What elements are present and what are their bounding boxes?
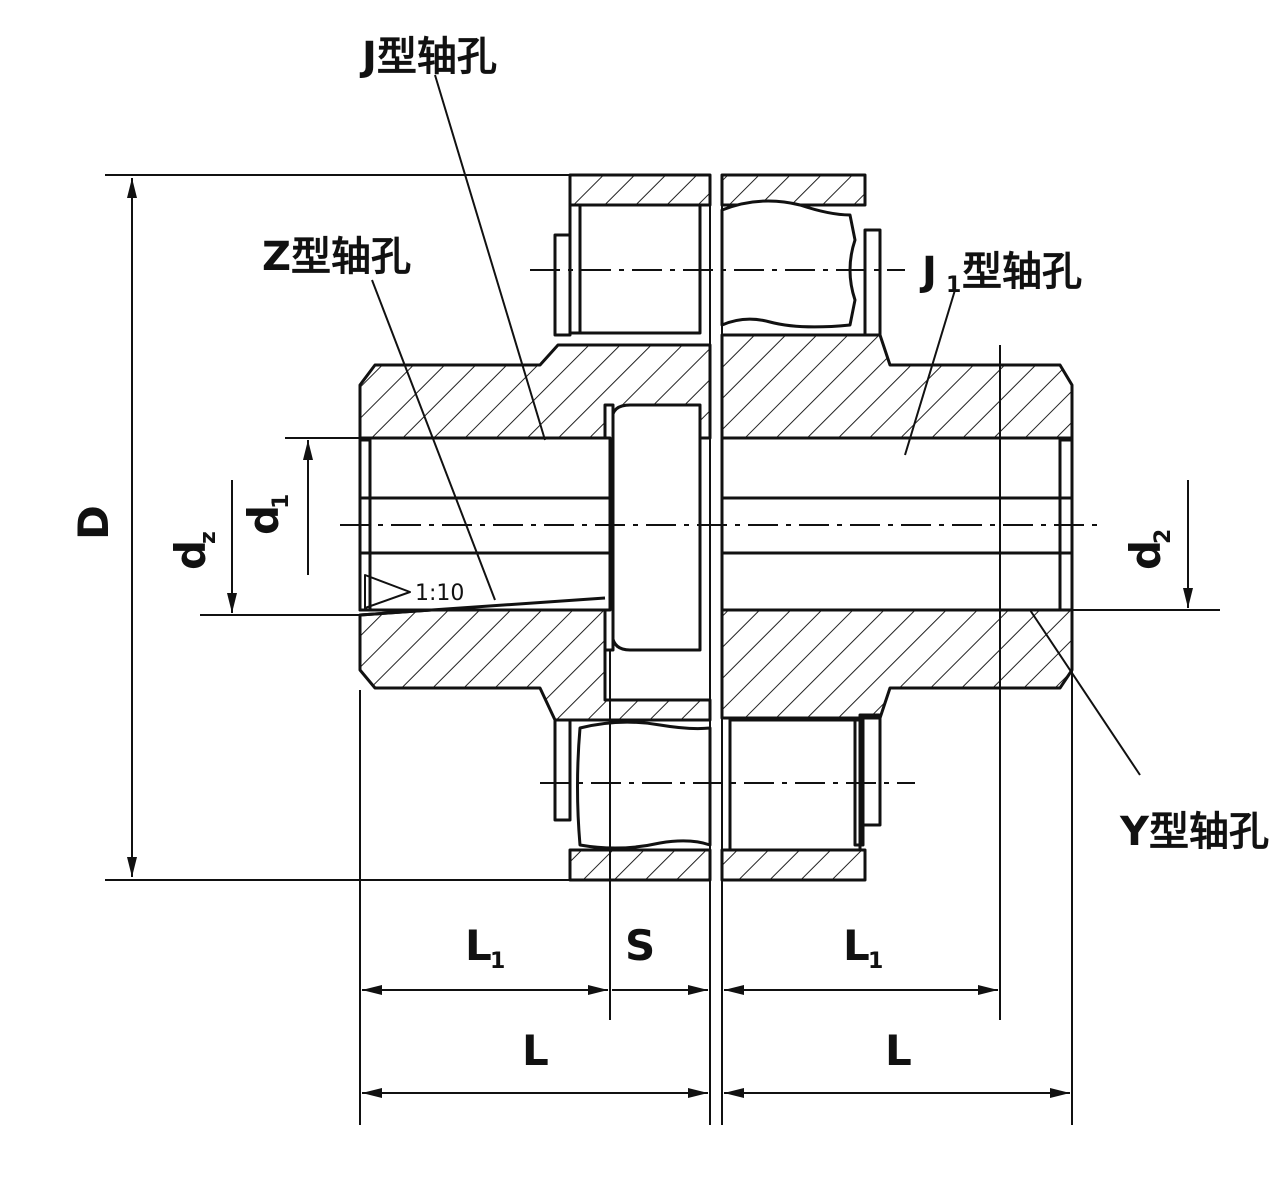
dim-L1-right-sub: 1: [868, 949, 883, 974]
dim-d1-label: d 1: [239, 494, 294, 535]
j1-bore-label-rest: 型轴孔: [962, 249, 1082, 295]
dim-L1-left-label: L 1: [465, 921, 505, 974]
dim-dz-main: d: [166, 540, 215, 570]
j1-bore-label: J 1 型轴孔: [919, 249, 1082, 298]
dim-d1-sub: 1: [269, 494, 294, 509]
dim-S-label: S: [625, 921, 655, 970]
dim-L1-right-main: L: [843, 921, 870, 970]
j1-bore-label-sub: 1: [946, 273, 961, 298]
dim-L1-left-main: L: [465, 921, 492, 970]
dim-L1-right-label: L 1: [843, 921, 883, 974]
j-bore-label: J型轴孔: [359, 34, 497, 80]
dim-dz-sub: z: [196, 531, 221, 544]
left-hub: [358, 343, 712, 722]
dim-d1-main: d: [239, 505, 288, 535]
taper-ratio-label: 1:10: [415, 581, 464, 606]
dim-L-left-label: L: [522, 1026, 549, 1075]
dim-d2-main: d: [1121, 540, 1170, 570]
dim-L-right-label: L: [885, 1026, 912, 1075]
top-left-flange: [553, 173, 712, 337]
dim-d2-label: d 2: [1121, 529, 1176, 570]
dim-L1-left-sub: 1: [490, 949, 505, 974]
z-bore-label: Z型轴孔: [262, 234, 411, 280]
bottom-right-flange: [720, 713, 882, 882]
dim-d2-sub: 2: [1151, 529, 1176, 544]
bottom-left-flange: [553, 718, 712, 882]
j1-bore-label-main: J: [919, 249, 937, 295]
dim-D-label: D: [69, 505, 118, 540]
top-right-flange: [720, 173, 882, 337]
dim-dz-label: d z: [166, 531, 221, 570]
y-bore-label: Y型轴孔: [1119, 809, 1269, 855]
